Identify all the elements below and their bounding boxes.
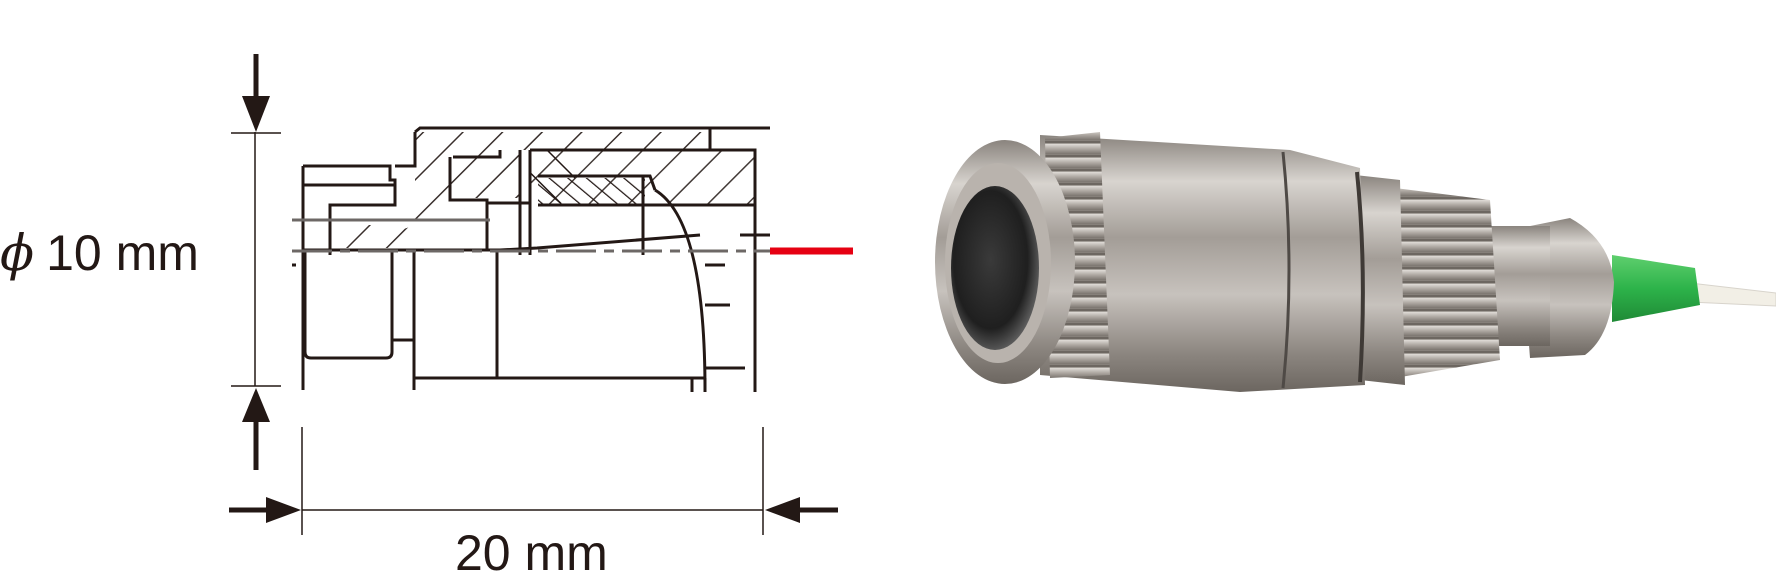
length-dimension — [229, 427, 838, 535]
length-value: 20 mm — [455, 525, 608, 581]
diameter-dimension — [231, 54, 281, 470]
connector-cross-section — [292, 126, 770, 392]
diameter-value: 10 mm — [46, 225, 199, 281]
diameter-symbol: ϕ — [0, 224, 35, 282]
connector-photo — [935, 132, 1776, 392]
length-label: 20 mm — [455, 528, 608, 578]
